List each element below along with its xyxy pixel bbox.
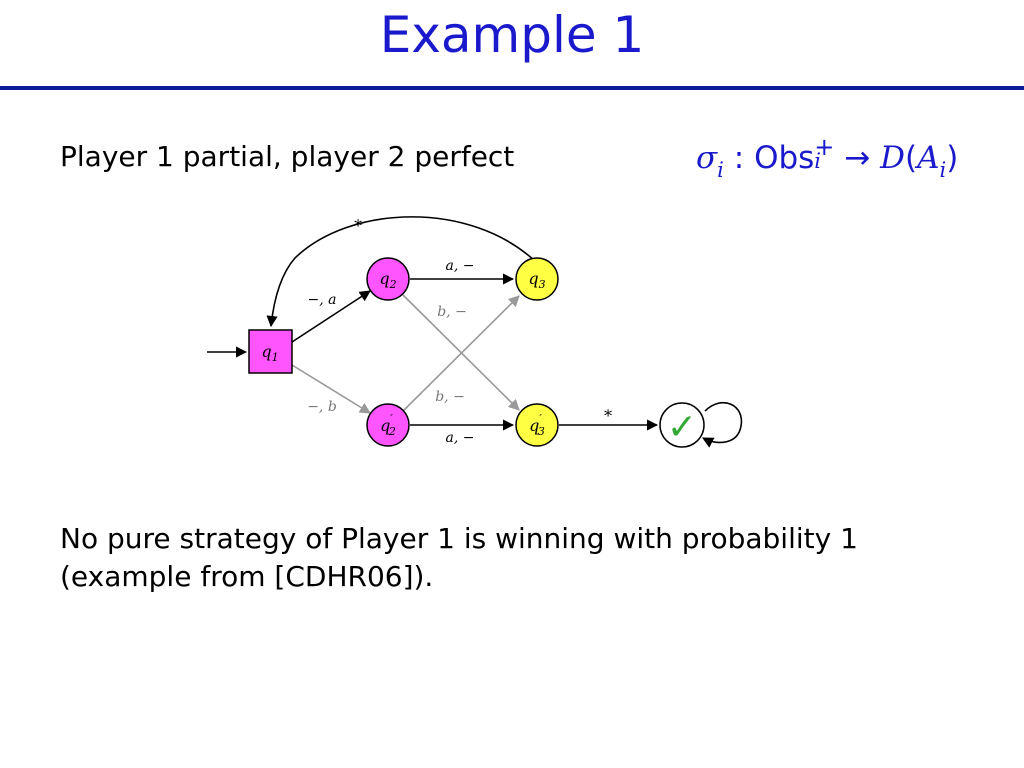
state-q2-label: q2 (379, 269, 396, 291)
edge-label-q2-q3p: b, − (437, 304, 467, 320)
formula-obs-superscript: + (814, 133, 835, 161)
state-q2 (366, 257, 410, 301)
edge-label-q1-q2: −, a (308, 292, 337, 308)
edge-goal-self (702, 401, 743, 448)
formula-obs-subscript: i (814, 149, 822, 173)
title-divider (0, 86, 1024, 90)
state-goal (659, 402, 705, 448)
formula-sigma: σ (696, 140, 718, 176)
formula-actions: A (917, 140, 940, 176)
formula-actions-subscript: i (939, 158, 947, 182)
edge-q2p-q3 (402, 295, 520, 412)
edge-label-q3p-goal: ∗ (603, 403, 614, 422)
body-line-1: No pure strategy of Player 1 is winning … (60, 522, 858, 555)
edge-label-q2-q3: a, − (446, 258, 475, 274)
state-q3-prime-label: q′3 (529, 412, 545, 438)
state-q3-prime (515, 403, 559, 447)
state-q2-prime-label: q′2 (380, 412, 396, 438)
strategy-formula: σi : Obs+i → D(Ai) (696, 133, 959, 182)
goal-check-icon: ✓ (667, 407, 697, 448)
formula-distribution: D (880, 140, 905, 176)
state-q1 (248, 329, 293, 374)
subtitle: Player 1 partial, player 2 perfect (60, 140, 515, 173)
body-line-2: (example from [CDHR06]). (60, 559, 434, 593)
edge-label-q1-q2p: −, b (307, 399, 337, 415)
state-q3 (515, 257, 559, 301)
formula-obs: Obs (754, 140, 815, 176)
slide-title: Example 1 (379, 6, 645, 64)
edge-q1-q2p (291, 364, 371, 414)
state-q1-label: q1 (261, 342, 278, 364)
formula-lparen: ( (904, 140, 918, 176)
body-text: No pure strategy of Player 1 is winning … (60, 520, 960, 596)
edge-label-q3-q1: ∗ (353, 213, 364, 232)
formula-sigma-subscript: i (717, 158, 724, 182)
formula-arrow: → (844, 140, 871, 176)
edge-label-q2p-q3p: a, − (446, 430, 475, 446)
formula-rparen: ) (946, 140, 959, 176)
formula-colon: : (733, 140, 745, 176)
state-q2-prime (366, 403, 410, 447)
state-q3-label: q3 (528, 269, 545, 291)
edge-q3-q1 (266, 216, 537, 328)
edge-q1-q2 (291, 290, 371, 343)
edge-label-q2p-q3: b, − (435, 389, 465, 405)
